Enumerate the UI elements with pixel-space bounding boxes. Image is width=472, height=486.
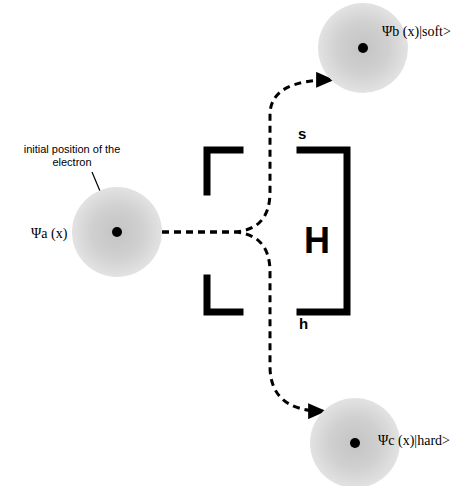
wave-packet: Ψc (x)|hard>	[310, 398, 400, 486]
electron-dot	[358, 43, 368, 53]
wave-packet: Ψb (x)|soft>	[318, 3, 408, 93]
electron-path	[162, 80, 331, 232]
electron-dot	[350, 438, 360, 448]
electron-path	[162, 232, 323, 411]
bracket	[207, 150, 240, 192]
bracket	[300, 150, 347, 312]
box-outline	[207, 150, 347, 312]
wave-packet: Ψa (x)	[72, 187, 162, 277]
electron-dot	[112, 227, 122, 237]
measuring-box: Hsh	[207, 150, 347, 312]
callout-text: initial position of the electron	[20, 143, 124, 169]
bracket	[207, 278, 240, 312]
